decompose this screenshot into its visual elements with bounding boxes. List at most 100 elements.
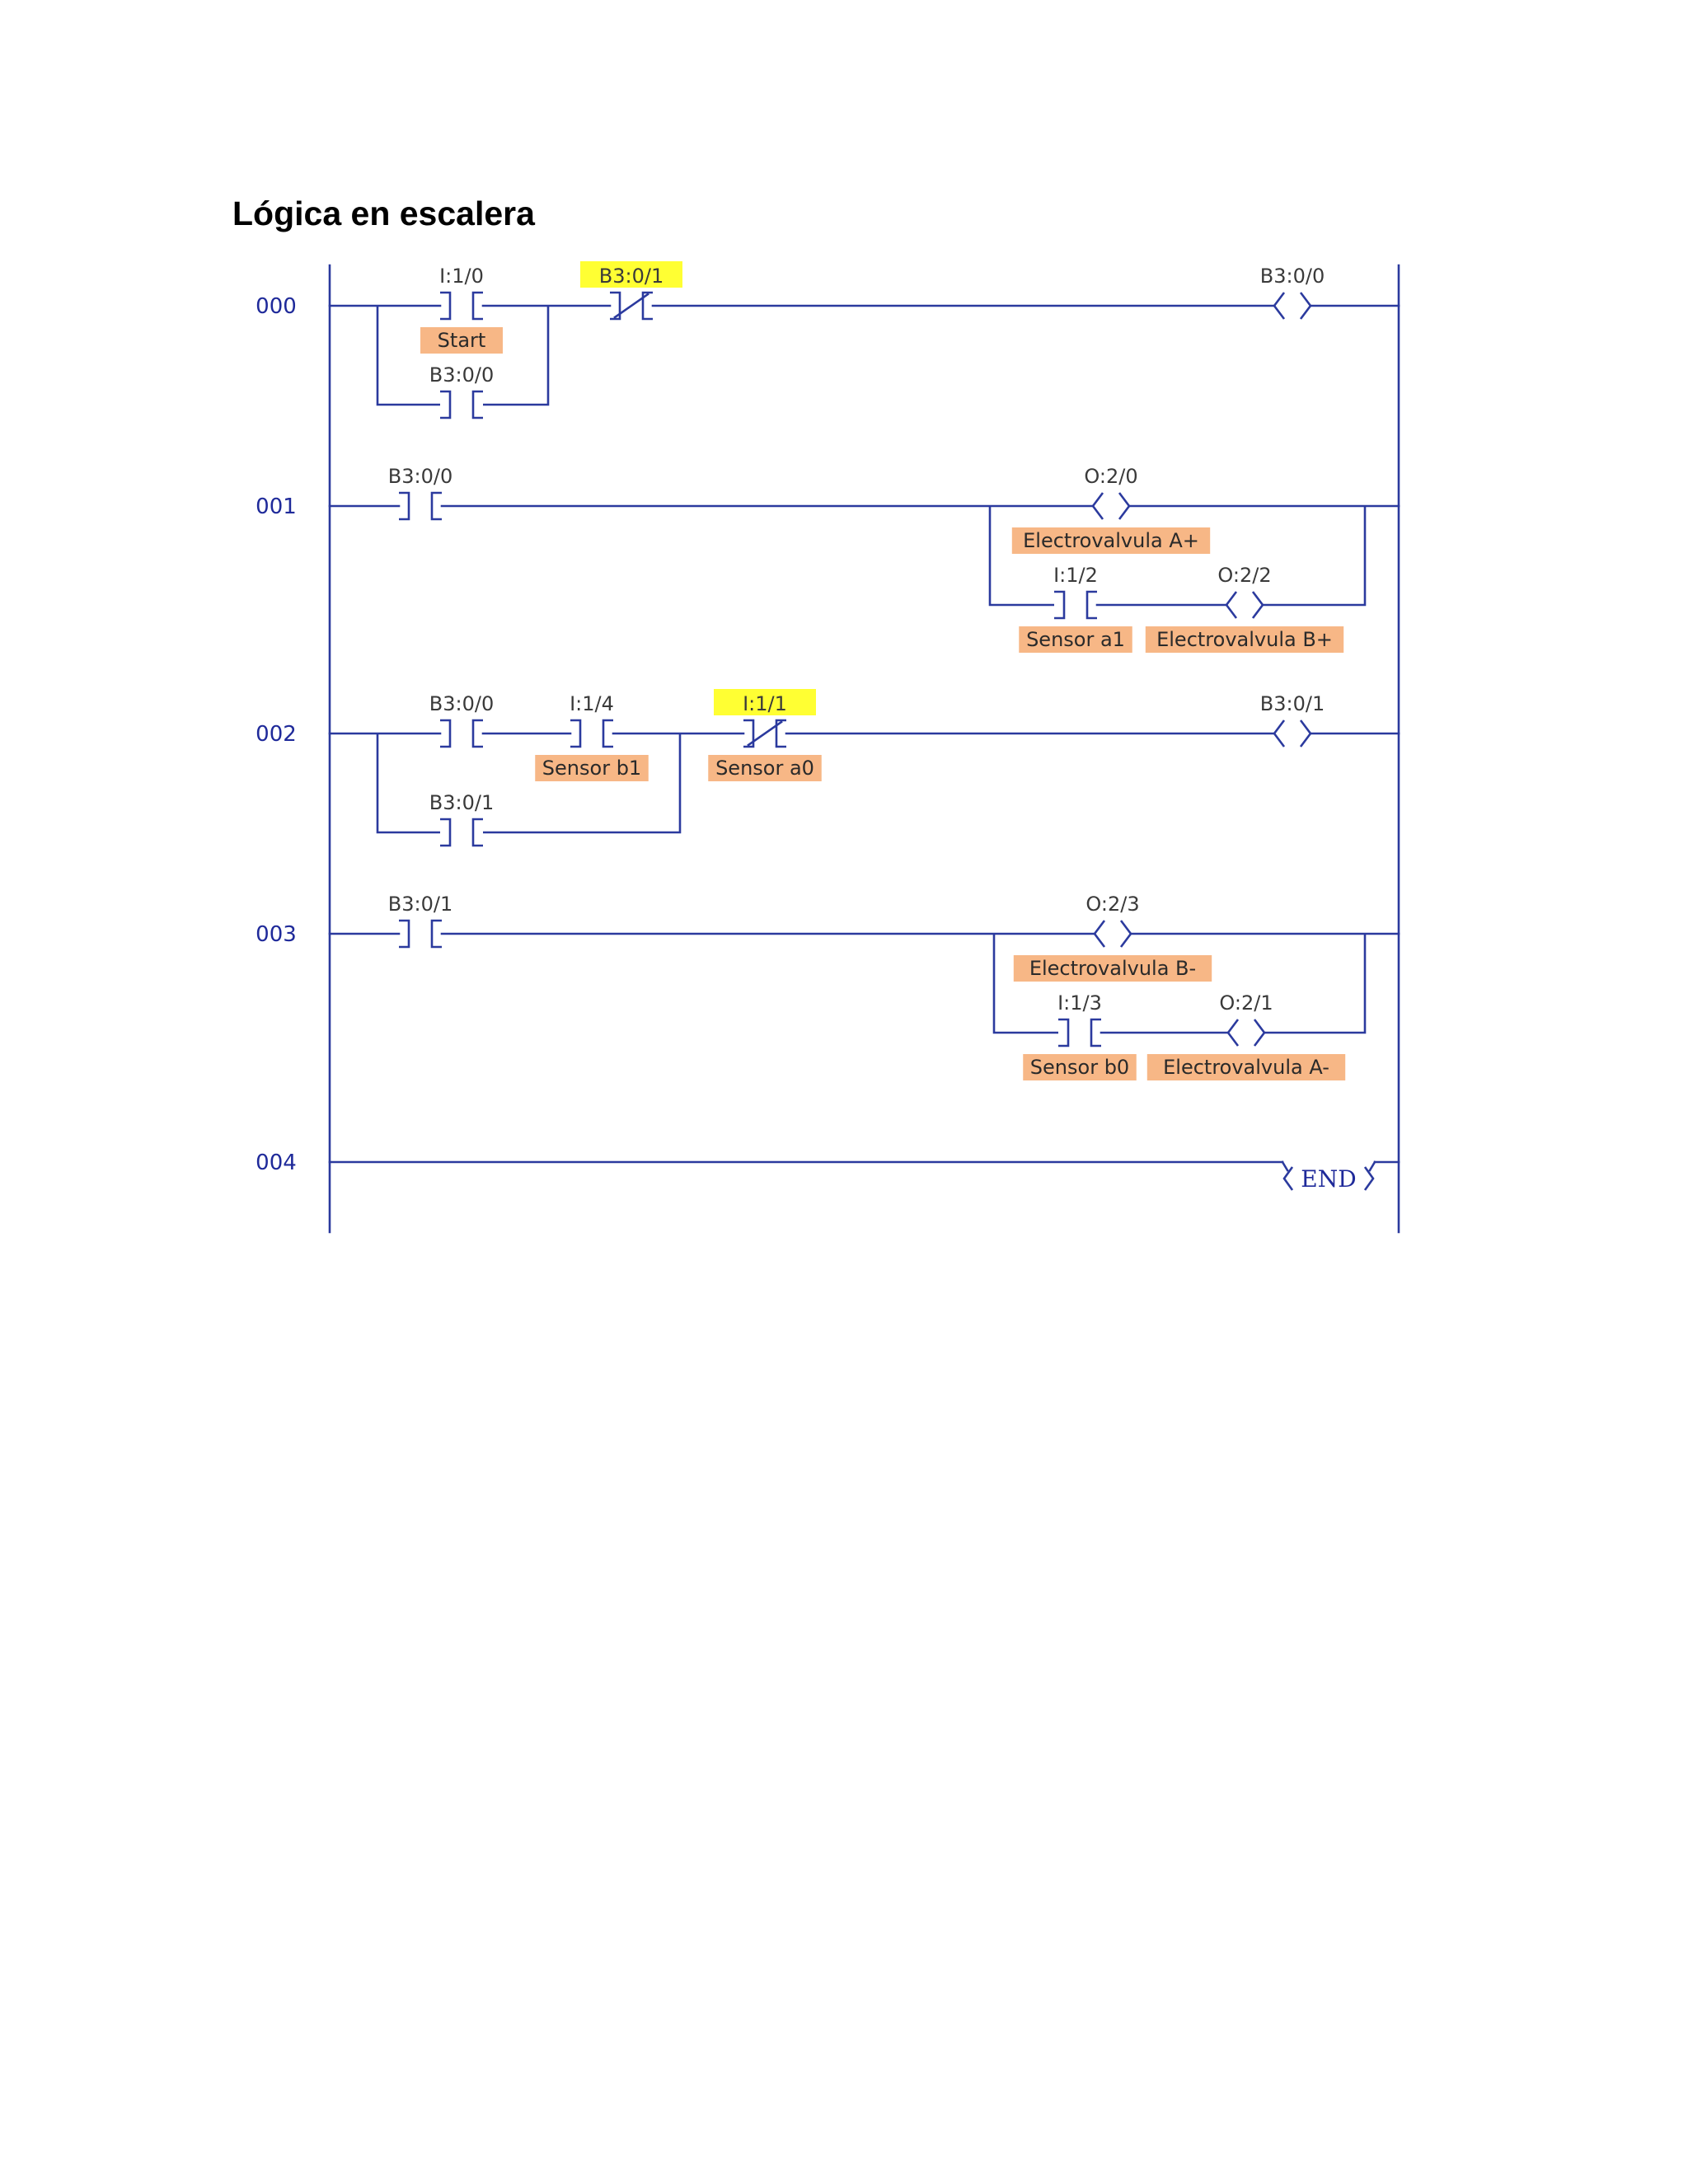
coil-left-arc bbox=[1225, 591, 1238, 619]
contact-address: I:1/3 bbox=[1057, 991, 1102, 1015]
coil-right-arc bbox=[1119, 920, 1132, 948]
coil-left-arc bbox=[1273, 719, 1286, 748]
contact-left-bracket bbox=[1054, 590, 1066, 620]
tag-box bbox=[1023, 1054, 1137, 1080]
contact-address: B3:0/1 bbox=[388, 893, 452, 916]
contact-tag: Sensor b1 bbox=[542, 757, 641, 780]
tag-box bbox=[535, 755, 649, 781]
contact-left-bracket bbox=[399, 919, 410, 949]
contact-r0_seal_contact: B3:0/0 bbox=[429, 363, 494, 419]
end-label: END bbox=[1301, 1165, 1356, 1193]
contact-tag: Sensor a0 bbox=[715, 757, 814, 780]
tag-box bbox=[708, 755, 822, 781]
coil-address: O:2/2 bbox=[1217, 564, 1271, 587]
contact-r1_contact: B3:0/0 bbox=[388, 465, 452, 521]
contact-address: B3:0/0 bbox=[388, 465, 452, 488]
contact-right-bracket bbox=[775, 719, 786, 748]
coil-address: O:2/0 bbox=[1084, 465, 1137, 488]
contact-right-bracket bbox=[641, 291, 653, 321]
branch-wire bbox=[483, 733, 682, 834]
contact-address: B3:0/1 bbox=[599, 265, 663, 288]
end-right-arc bbox=[1363, 1166, 1375, 1191]
address-highlight bbox=[580, 261, 682, 288]
rung-number: 000 bbox=[256, 294, 297, 319]
contact-right-bracket bbox=[430, 919, 442, 949]
coil-address: B3:0/1 bbox=[1260, 692, 1325, 715]
contact-slash bbox=[747, 720, 783, 747]
contact-address: I:1/2 bbox=[1053, 564, 1098, 587]
coil-r2_coil: B3:0/1 bbox=[1260, 692, 1325, 748]
coil-left-arc bbox=[1273, 292, 1286, 320]
coil-right-arc bbox=[1118, 492, 1131, 520]
contact-right-bracket bbox=[471, 291, 483, 321]
wire bbox=[1368, 1160, 1376, 1172]
coil-right-arc bbox=[1253, 1019, 1266, 1047]
contact-r3_contact: B3:0/1 bbox=[388, 893, 452, 949]
branch-wire bbox=[992, 934, 1058, 1034]
contact-r2_contact: B3:0/0 bbox=[429, 692, 494, 748]
contact-address: B3:0/0 bbox=[429, 363, 494, 387]
branch-wire bbox=[1264, 934, 1367, 1034]
page-title: Lógica en escalera bbox=[232, 194, 535, 232]
coil-right-arc bbox=[1299, 292, 1312, 320]
contact-tag: Sensor a1 bbox=[1026, 628, 1125, 651]
contact-r0_nc_contact: B3:0/1 bbox=[580, 261, 682, 321]
wire bbox=[1281, 1160, 1289, 1172]
contact-left-bracket bbox=[570, 719, 582, 748]
contact-tag: Start bbox=[438, 329, 486, 352]
tag-box bbox=[1019, 626, 1132, 653]
tag-box bbox=[1011, 527, 1211, 554]
coil-left-arc bbox=[1093, 920, 1106, 948]
coil-address: O:2/1 bbox=[1219, 991, 1273, 1015]
contact-right-bracket bbox=[602, 719, 613, 748]
branch-wire bbox=[376, 733, 440, 834]
coil-tag: Electrovalvula B+ bbox=[1156, 628, 1333, 651]
end-left-arc bbox=[1282, 1166, 1294, 1191]
coil-r0_coil: B3:0/0 bbox=[1260, 265, 1325, 320]
rung-number: 004 bbox=[256, 1151, 297, 1175]
branch-wire bbox=[1263, 506, 1367, 607]
contact-slash bbox=[613, 293, 649, 319]
contact-left-bracket bbox=[440, 291, 452, 321]
contact-left-bracket bbox=[399, 491, 410, 521]
coil-address: B3:0/0 bbox=[1260, 265, 1325, 288]
tag-box bbox=[1013, 955, 1212, 982]
coil-right-arc bbox=[1299, 719, 1312, 748]
contact-right-bracket bbox=[1085, 590, 1097, 620]
coil-tag: Electrovalvula B- bbox=[1029, 957, 1196, 980]
contact-left-bracket bbox=[440, 818, 452, 847]
coil-tag: Electrovalvula A+ bbox=[1023, 529, 1199, 552]
contact-address: I:1/0 bbox=[439, 265, 484, 288]
contact-right-bracket bbox=[471, 390, 483, 419]
contact-address: I:1/4 bbox=[570, 692, 614, 715]
coil-right-arc bbox=[1251, 591, 1264, 619]
branch-wire bbox=[376, 306, 440, 406]
rung-number: 003 bbox=[256, 922, 297, 947]
contact-left-bracket bbox=[440, 719, 452, 748]
coil-left-arc bbox=[1226, 1019, 1240, 1047]
contact-left-bracket bbox=[440, 390, 452, 419]
contact-tag: Sensor b0 bbox=[1030, 1056, 1129, 1079]
tag-box bbox=[420, 327, 503, 354]
end-instruction: END bbox=[1281, 1160, 1376, 1193]
tag-box bbox=[1146, 1054, 1346, 1080]
branch-wire bbox=[483, 306, 550, 406]
coil-left-arc bbox=[1091, 492, 1104, 520]
contact-address: B3:0/1 bbox=[429, 791, 494, 814]
contact-address: B3:0/0 bbox=[429, 692, 494, 715]
coil-address: O:2/3 bbox=[1085, 893, 1139, 916]
coil-tag: Electrovalvula A- bbox=[1163, 1056, 1329, 1079]
contact-right-bracket bbox=[471, 818, 483, 847]
contact-right-bracket bbox=[1090, 1018, 1101, 1047]
contact-left-bracket bbox=[1058, 1018, 1070, 1047]
rung-number: 001 bbox=[256, 494, 297, 519]
